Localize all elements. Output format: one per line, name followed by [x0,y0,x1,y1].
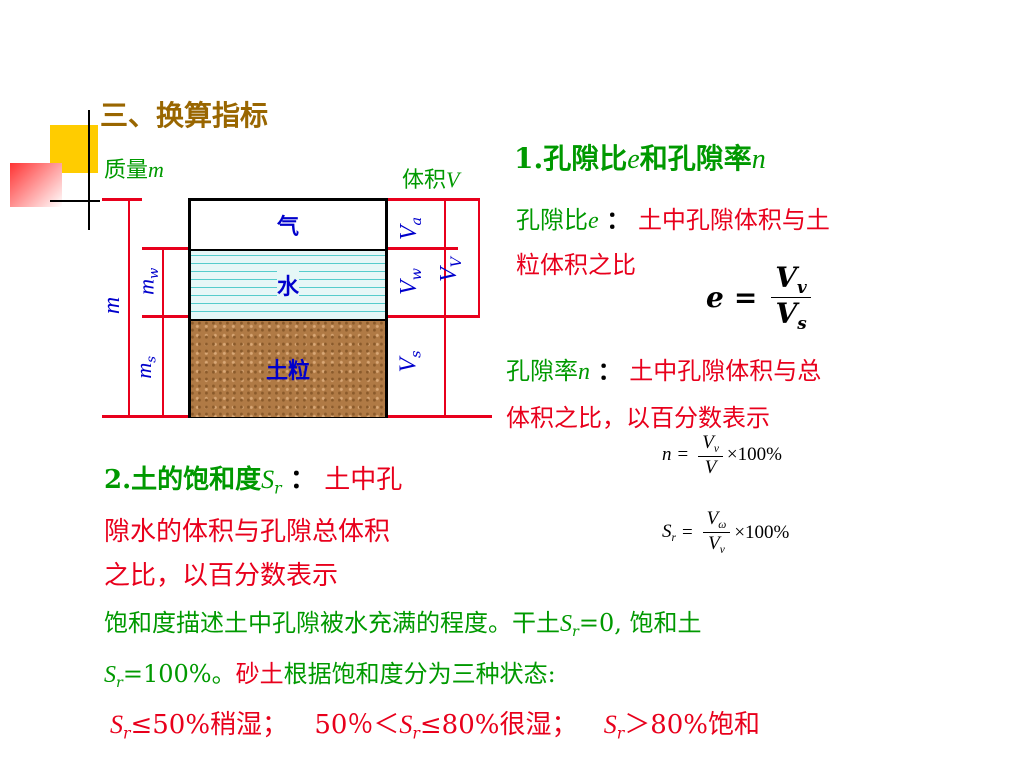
saturation-formula: Sr = Vω Vv ×100% [662,508,790,557]
porosity-formula: n = Vv V ×100% [662,432,782,479]
m-total-label: m [99,296,126,315]
void-ratio-formula: e = Vv Vs [706,261,815,333]
mw-vline [162,250,164,315]
n-fraction: Vv V [698,432,723,479]
saturation-description: 饱和度描述土中孔隙被水充满的程度。干土Sr=0, 饱和土 Sr=100%。砂土根… [104,609,702,692]
red-square [10,163,62,207]
mass-label: 质量m [104,157,164,183]
mass-top-line [102,198,142,201]
vv-label: VV [436,256,466,283]
vol-air-water-line [388,247,458,250]
va-label: Va [396,216,426,241]
vol-water-soil-line [388,315,480,318]
mass-water-bottom-line [142,315,188,318]
vs-label: Vs [395,350,425,373]
section-title: 三、换算指标 [100,99,269,132]
porosity-def: 孔隙率n ： 土中孔隙体积与总 体积之比，以百分数表示 [506,356,822,432]
vw-label: Vw [395,268,426,296]
ms-label: ms [131,355,160,379]
vs-vline [444,318,446,415]
soil-phase: 土粒 [191,319,385,417]
m-total-vline [128,200,130,415]
vol-bottom-line [388,415,492,418]
corner-decoration [0,95,100,235]
va-vline [444,200,446,247]
mass-bottom-line [102,415,188,418]
mw-label: mw [133,267,162,295]
saturation-states: Sr≤50%稍湿； 50％＜Sr≤80%很湿； Sr＞80%饱和 [110,710,760,743]
corner-hline [50,200,100,202]
corner-vline [88,110,90,230]
item1-title: 1.孔隙比e和孔隙率n [514,142,766,175]
air-phase: 气 [191,201,385,251]
vol-top-line [388,198,480,201]
vw-vline [444,250,446,315]
void-ratio-def: 孔隙比e ： 土中孔隙体积与土 粒体积之比 [516,205,830,279]
vv-vline [478,200,480,315]
phase-container: 气 水 土粒 [188,198,388,418]
water-phase: 水 [191,251,385,319]
e-fraction: Vv Vs [771,261,811,333]
mass-water-top-line [142,247,188,250]
sr-fraction: Vω Vv [702,508,731,557]
saturation-def: 2.土的饱和度Sr ： 土中孔 隙水的体积与孔隙总体积 之比，以百分数表示 [104,465,403,592]
phase-diagram: 质量m 体积V m mw ms 气 水 土粒 Va Vw [90,150,510,430]
volume-label: 体积V [402,167,460,193]
ms-vline [162,318,164,415]
